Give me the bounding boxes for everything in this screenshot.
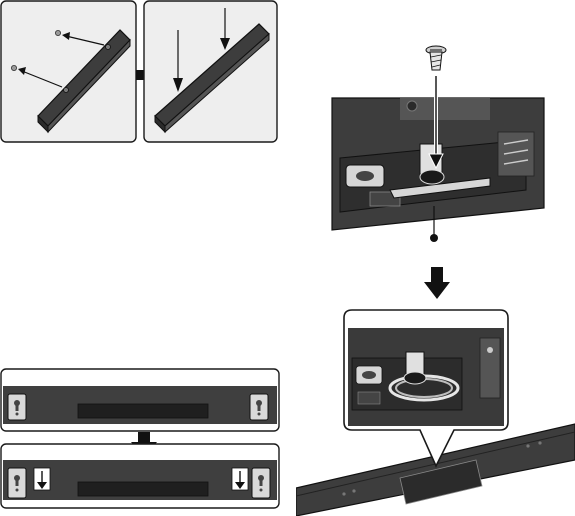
leader-dot xyxy=(430,234,438,242)
wall-bracket-icon xyxy=(251,467,271,499)
io-port xyxy=(357,391,381,405)
arrow-down-icon xyxy=(424,266,450,300)
cable-holder-icon xyxy=(388,351,460,402)
step-1-panel xyxy=(0,0,137,143)
arrow-head-icon xyxy=(62,32,70,40)
arrow-head-icon xyxy=(18,67,26,75)
step-3-panel xyxy=(0,368,280,510)
step-5-panel xyxy=(296,308,575,516)
arrow-down-icon xyxy=(428,153,444,170)
wall-mark xyxy=(10,65,17,72)
soundbar-front xyxy=(164,32,270,134)
bar-hole xyxy=(105,44,111,50)
side-panel xyxy=(497,131,535,177)
wall-mark xyxy=(55,29,62,36)
rear-slot xyxy=(77,481,209,497)
step-2-illustration xyxy=(143,0,278,143)
arrow-down-icon xyxy=(231,467,249,491)
top-recess xyxy=(400,98,490,120)
side-panel xyxy=(479,337,501,399)
arrow-line xyxy=(65,35,105,46)
bar-hole xyxy=(63,87,69,93)
arrow-down-icon xyxy=(173,78,183,92)
arrow-down-icon xyxy=(220,38,230,50)
wall-bracket-icon xyxy=(249,393,269,421)
screw-hole xyxy=(406,100,418,112)
terminal-area xyxy=(399,459,483,505)
wall-bracket-icon xyxy=(7,467,27,499)
step-1-illustration xyxy=(0,0,137,143)
step-5-illustration xyxy=(296,309,575,516)
rear-slot xyxy=(77,403,209,419)
step-2-panel xyxy=(143,0,278,143)
step-4-illustration xyxy=(331,45,545,242)
screw-icon xyxy=(425,45,447,71)
wall-bracket-icon xyxy=(7,393,27,421)
arrow-down-icon xyxy=(33,467,51,491)
arrow-line xyxy=(21,70,63,88)
soundbar-front xyxy=(47,38,131,134)
step-3-illustration xyxy=(0,368,280,509)
step-4-panel xyxy=(330,40,550,250)
